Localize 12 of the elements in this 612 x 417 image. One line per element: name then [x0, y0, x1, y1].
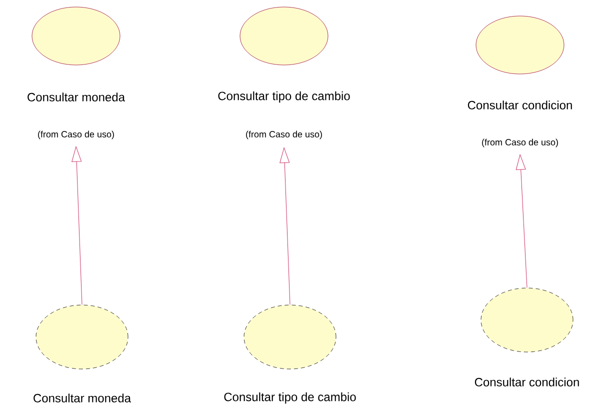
use-case-name: Consultar tipo de cambio	[218, 91, 350, 103]
realization-arrow	[516, 154, 528, 288]
use-case-name: Consultar tipo de cambio	[224, 392, 356, 404]
package-note: (from Caso de uso)	[482, 138, 558, 148]
realization-arrow	[72, 146, 82, 305]
package-note: (from Caso de uso)	[246, 130, 322, 140]
use-case-name: Consultar condicion	[474, 378, 579, 386]
use-case-name: Consultar moneda	[28, 92, 125, 102]
realization-arrow	[280, 148, 290, 305]
use-case-name: Consultar moneda	[34, 394, 131, 402]
package-note: (from Caso de uso)	[38, 130, 114, 140]
use-case-name: Consultar condicion	[468, 100, 572, 110]
